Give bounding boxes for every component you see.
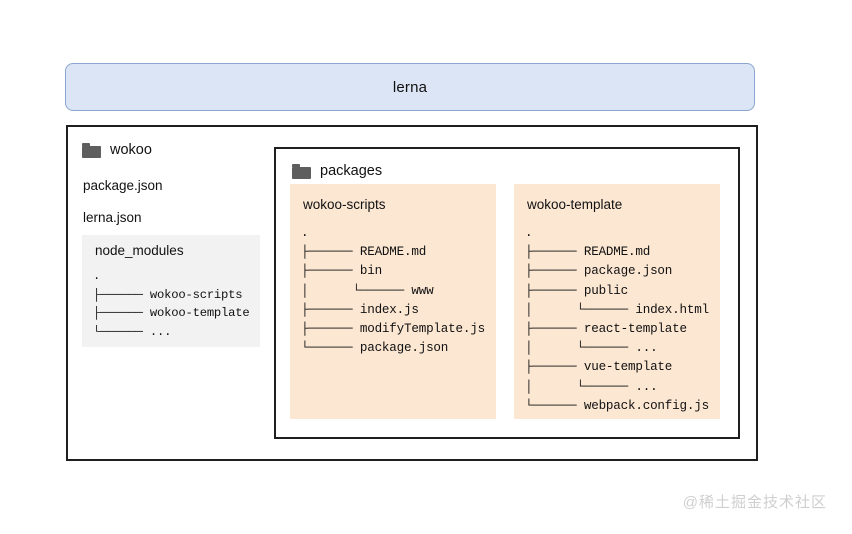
watermark: @稀土掘金技术社区	[682, 494, 827, 511]
lerna-title-box: lerna	[65, 63, 755, 111]
wokoo-folder-row: wokoo	[82, 142, 152, 158]
file-package-json: package.json	[83, 178, 163, 193]
wokoo-scripts-tree: . ├────── README.md ├────── bin │ └─────…	[301, 226, 485, 356]
packages-folder-label: packages	[320, 163, 383, 179]
wokoo-container: wokoo package.json lerna.json node_modul…	[66, 125, 758, 461]
folder-icon	[292, 163, 311, 179]
wokoo-template-panel: wokoo-template . ├────── README.md ├────…	[514, 184, 720, 419]
node-modules-panel: node_modules . ├────── wokoo-scripts ├──…	[82, 235, 260, 347]
node-modules-title: node_modules	[95, 243, 184, 258]
wokoo-scripts-title: wokoo-scripts	[303, 197, 386, 212]
file-lerna-json: lerna.json	[83, 210, 142, 225]
wokoo-template-title: wokoo-template	[527, 197, 623, 212]
wokoo-template-tree: . ├────── README.md ├────── package.json…	[525, 226, 709, 413]
wokoo-scripts-panel: wokoo-scripts . ├────── README.md ├─────…	[290, 184, 496, 419]
lerna-label: lerna	[392, 78, 428, 96]
packages-container: packages wokoo-scripts . ├────── README.…	[274, 147, 740, 439]
packages-folder-row: packages	[292, 163, 382, 179]
folder-icon	[82, 142, 101, 158]
wokoo-folder-label: wokoo	[110, 142, 152, 158]
node-modules-tree: . ├────── wokoo-scripts ├────── wokoo-te…	[93, 269, 250, 339]
